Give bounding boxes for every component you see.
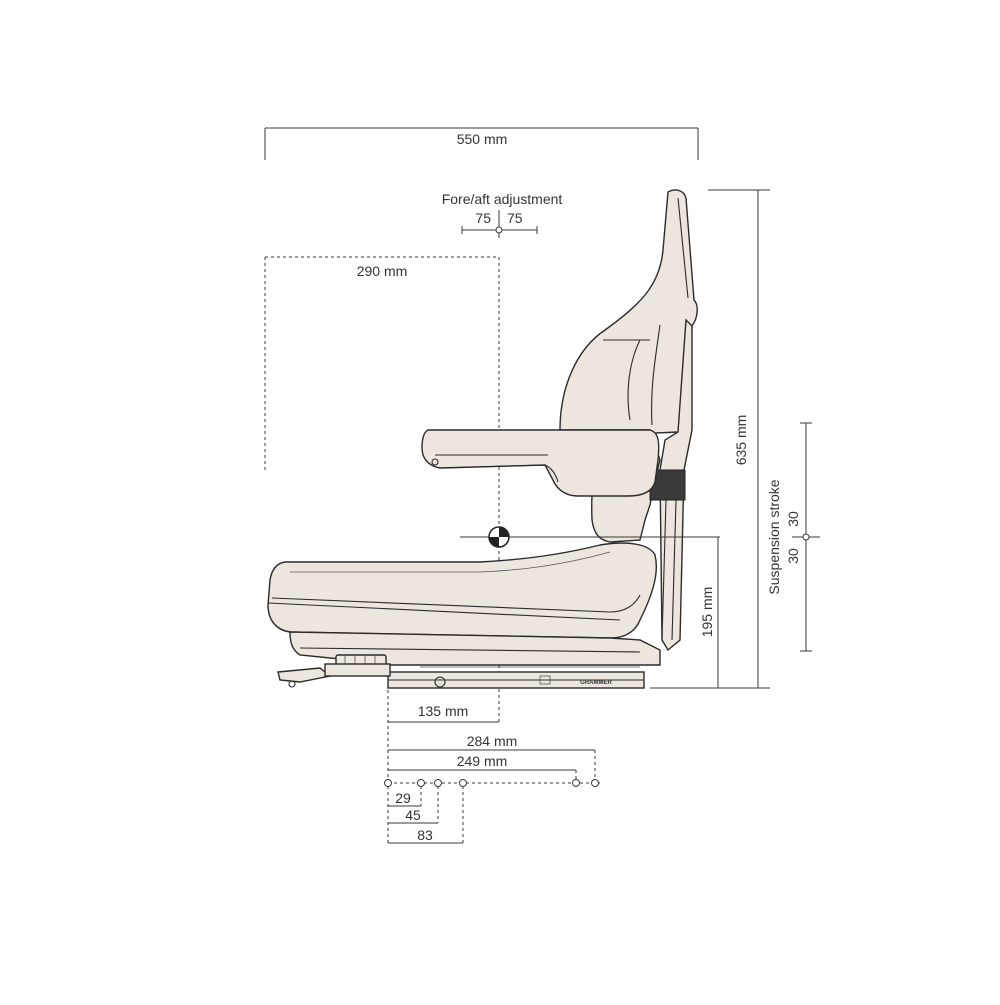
overall-height-dimension: 635 mm [650,189,770,689]
brand-label: GRAMMER [580,680,612,686]
hole-83-label: 83 [417,827,433,843]
suspension-stroke-dimension: Suspension stroke 30 30 [766,422,820,652]
rail-dimensions: 135 mm 284 mm 249 mm 29 45 83 [384,690,600,845]
seat-height-dimension: 195 mm [699,537,719,688]
fore-aft-right-value: 75 [507,210,523,226]
rail-offset-label: 135 mm [418,703,469,719]
fore-aft-dimension: Fore/aft adjustment 75 75 [442,191,563,238]
fore-aft-title: Fore/aft adjustment [442,191,563,207]
overall-width-dimension: 550 mm [264,127,699,160]
overall-height-label: 635 mm [733,415,749,466]
seat-illustration: GRAMMER [267,189,698,689]
suspension-up-value: 30 [785,511,801,527]
fore-aft-left-value: 75 [475,210,491,226]
seat-index-point [460,526,720,548]
hole-29-label: 29 [395,790,411,806]
seat-height-label: 195 mm [699,587,715,638]
rail-length-b-label: 249 mm [457,753,508,769]
backrest-offset-label: 290 mm [357,263,408,279]
suspension-stroke-title: Suspension stroke [766,479,782,594]
rail-length-a-label: 284 mm [467,733,518,749]
overall-width-label: 550 mm [457,131,508,147]
suspension-down-value: 30 [785,548,801,564]
backrest-offset-dimension: 290 mm [264,256,499,470]
hole-45-label: 45 [405,807,421,823]
